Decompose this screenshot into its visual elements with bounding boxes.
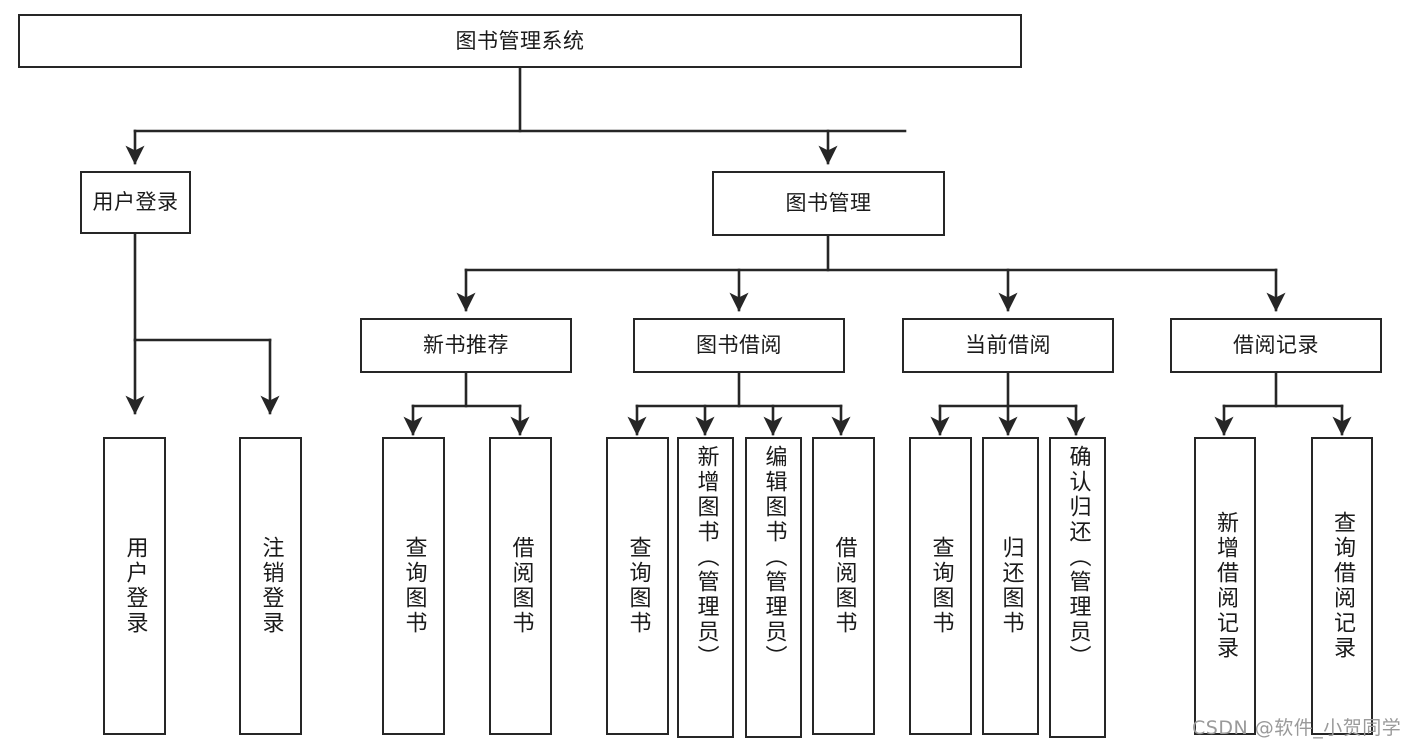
node-new-book-recommend[interactable]: 新书推荐 — [360, 318, 572, 373]
node-label: 新增借阅记录 — [1213, 511, 1238, 661]
node-label: 借阅记录 — [1233, 333, 1319, 358]
node-label: 借阅图书 — [508, 536, 534, 636]
node-label: 新增图书（管理员） — [693, 445, 719, 670]
node-label: 注销登录 — [258, 536, 284, 636]
node-leaf-return-book[interactable]: 归还图书 — [982, 437, 1039, 735]
node-leaf-add-book-admin[interactable]: 新增图书（管理员） — [677, 437, 734, 738]
node-root-book-management-system[interactable]: 图书管理系统 — [18, 14, 1022, 68]
node-leaf-user-login[interactable]: 用户登录 — [103, 437, 166, 735]
node-leaf-borrow-book-borrow[interactable]: 借阅图书 — [812, 437, 875, 735]
node-current-borrow[interactable]: 当前借阅 — [902, 318, 1114, 373]
node-label: 用户登录 — [92, 190, 179, 215]
node-leaf-query-borrow-record[interactable]: 查询借阅记录 — [1311, 437, 1373, 735]
node-label: 当前借阅 — [965, 333, 1051, 358]
node-label: 图书借阅 — [696, 333, 782, 358]
node-book-borrow[interactable]: 图书借阅 — [633, 318, 845, 373]
node-label: 图书管理系统 — [455, 28, 585, 53]
node-leaf-add-borrow-record[interactable]: 新增借阅记录 — [1194, 437, 1256, 735]
node-label: 新书推荐 — [423, 333, 509, 358]
node-leaf-edit-book-admin[interactable]: 编辑图书（管理员） — [745, 437, 802, 738]
node-label: 查询借阅记录 — [1330, 511, 1355, 661]
node-user-login[interactable]: 用户登录 — [80, 171, 191, 234]
node-label: 图书管理 — [785, 191, 872, 216]
node-label: 查询图书 — [401, 536, 427, 636]
node-label: 查询图书 — [625, 536, 651, 636]
node-label: 查询图书 — [928, 536, 954, 636]
node-book-management[interactable]: 图书管理 — [712, 171, 945, 236]
node-borrow-record[interactable]: 借阅记录 — [1170, 318, 1382, 373]
node-label: 用户登录 — [122, 536, 148, 636]
node-leaf-logout-login[interactable]: 注销登录 — [239, 437, 302, 735]
node-leaf-confirm-return-admin[interactable]: 确认归还（管理员） — [1049, 437, 1106, 738]
node-leaf-query-book-recommend[interactable]: 查询图书 — [382, 437, 445, 735]
node-label: 编辑图书（管理员） — [761, 445, 787, 670]
node-leaf-query-book-borrow[interactable]: 查询图书 — [606, 437, 669, 735]
node-label: 确认归还（管理员） — [1065, 445, 1091, 670]
node-label: 归还图书 — [998, 536, 1024, 636]
node-leaf-query-book-current[interactable]: 查询图书 — [909, 437, 972, 735]
node-label: 借阅图书 — [831, 536, 857, 636]
node-leaf-borrow-book-recommend[interactable]: 借阅图书 — [489, 437, 552, 735]
